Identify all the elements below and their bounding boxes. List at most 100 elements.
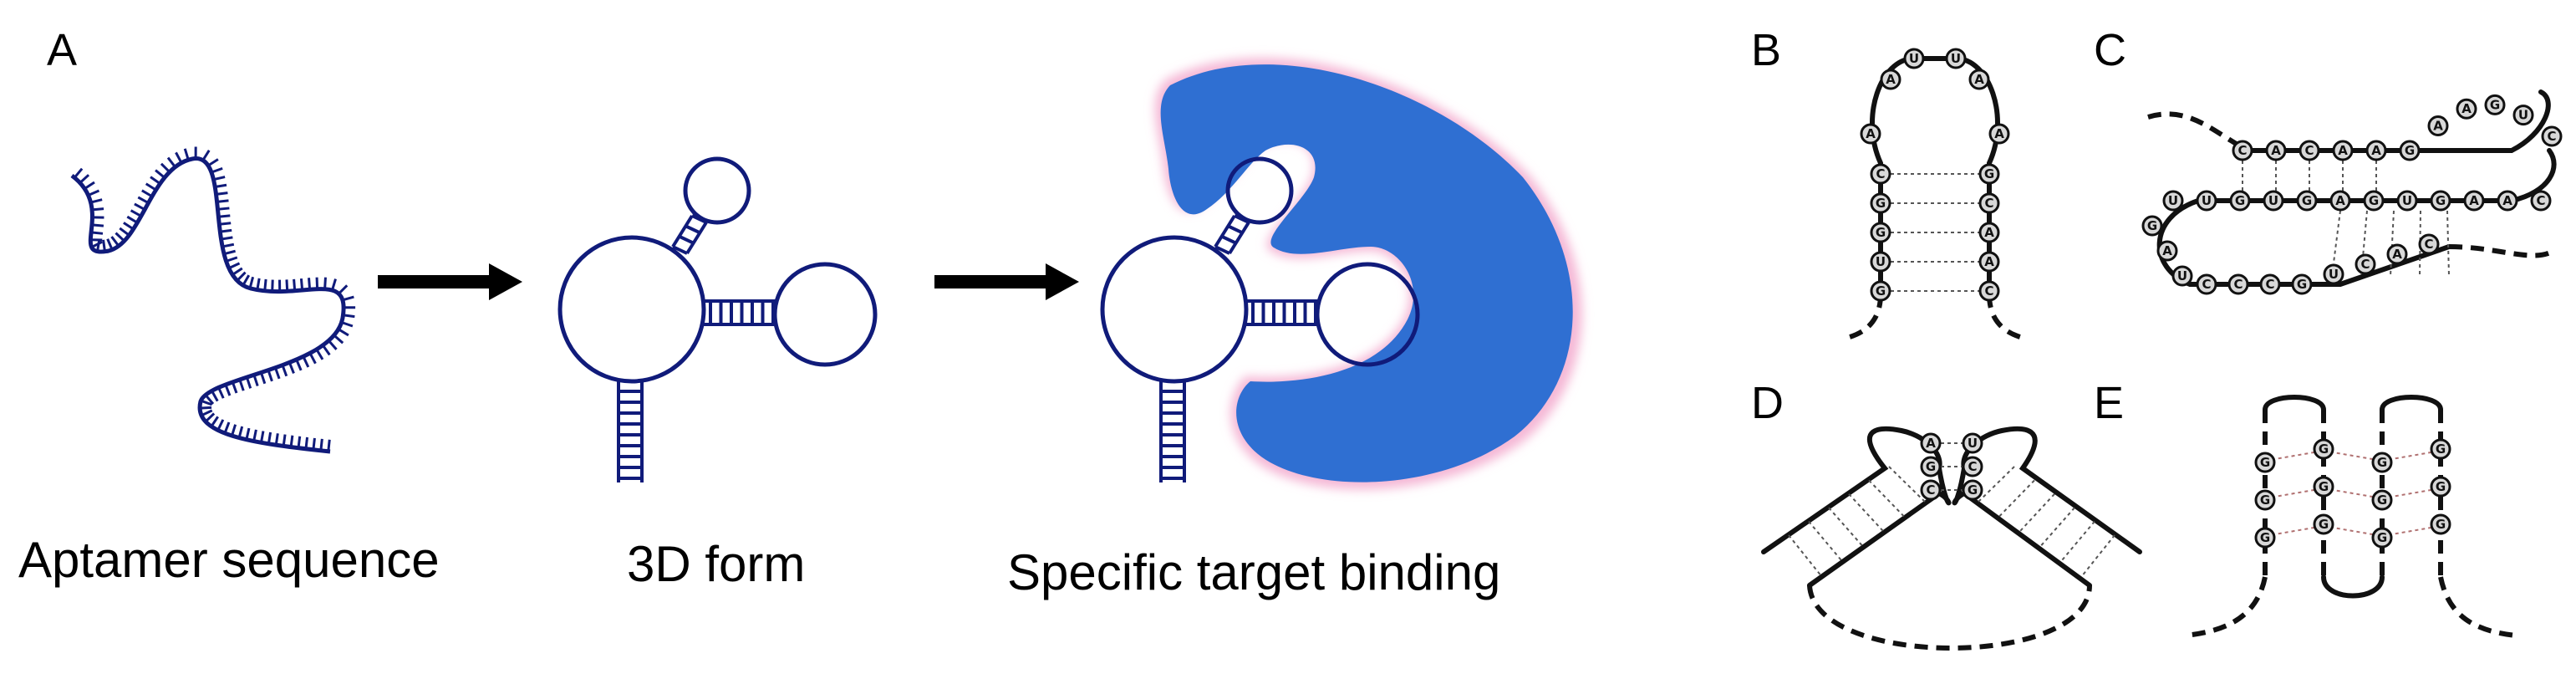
stem-rung — [691, 214, 707, 224]
svg-text:G: G — [2377, 455, 2387, 470]
base-pair-bond — [1888, 466, 1927, 504]
svg-text:A: A — [2433, 119, 2443, 134]
svg-text:G: G — [2369, 193, 2379, 208]
quadruplex-guanine: G — [2371, 489, 2393, 511]
hairpin-stem-nucleotide: C — [1978, 192, 2000, 214]
svg-text:U: U — [2268, 193, 2278, 208]
loop-bottom-nucleotide: C — [2227, 273, 2249, 295]
loop-bottom-nucleotide: C — [2196, 273, 2217, 295]
strand-base-tick — [145, 182, 157, 191]
strand-base-tick — [218, 214, 231, 218]
strand-base-tick — [315, 277, 319, 289]
hairpin-loop-nucleotide: A — [1968, 69, 1990, 90]
kissing-nucleotide: U — [1962, 432, 1983, 454]
strand-base-tick — [304, 436, 309, 449]
svg-text:A: A — [1984, 254, 1994, 269]
loop-bottom-nucleotide: C — [2418, 233, 2440, 255]
loop-middle-nucleotide: U — [2162, 190, 2184, 212]
quadruplex-guanine: G — [2313, 513, 2334, 535]
svg-text:G: G — [2260, 493, 2270, 508]
quadruplex-guanine: G — [2254, 489, 2276, 511]
strand-base-tick — [102, 239, 106, 252]
strand-base-tick — [137, 196, 150, 205]
strand-base-tick — [216, 191, 228, 196]
loop-middle-nucleotide: G — [2229, 190, 2251, 212]
panel-letter-a: A — [47, 25, 77, 75]
strand-base-tick — [231, 424, 237, 436]
strand-base-tick — [221, 236, 233, 241]
strand-base-tick — [115, 232, 125, 242]
loop-top-nucleotide: U — [2512, 105, 2534, 126]
strand-base-tick — [323, 277, 327, 289]
stem-rung — [1227, 224, 1244, 235]
stem-rung — [1214, 245, 1230, 255]
base-pair-bond — [2419, 210, 2421, 277]
strand-base-tick — [267, 431, 272, 445]
base-pair-bond — [1788, 534, 1823, 578]
svg-text:G: G — [2436, 517, 2446, 532]
strand-base-tick — [79, 174, 90, 184]
strand-base-tick — [238, 379, 245, 391]
panel-letter-c: C — [2094, 25, 2126, 75]
svg-text:G: G — [2235, 193, 2245, 208]
svg-text:A: A — [2335, 193, 2345, 208]
hairpin-stem-nucleotide: C — [1978, 280, 2000, 302]
caption-3d-form: 3D form — [627, 536, 805, 592]
svg-text:U: U — [1951, 51, 1961, 66]
strand-base-tick — [217, 207, 230, 211]
hairpin-stem-nucleotide: A — [1978, 222, 2000, 243]
strand-base-tick — [204, 394, 215, 405]
strand-base-tick — [341, 321, 354, 328]
svg-text:G: G — [2436, 193, 2446, 208]
strand-base-tick — [155, 169, 165, 179]
svg-text:A: A — [2392, 247, 2402, 262]
strand-base-tick — [308, 352, 317, 365]
strand-base-tick — [285, 279, 289, 292]
loop-bottom-nucleotide: U — [2171, 265, 2193, 287]
strand-base-tick — [201, 409, 213, 417]
strand-base-tick — [236, 271, 247, 282]
strand-base-tick — [223, 421, 231, 434]
svg-text:G: G — [2490, 97, 2500, 112]
caption-target-binding: Specific target binding — [1007, 544, 1500, 600]
strand-base-tick — [74, 167, 84, 179]
svg-text:U: U — [1909, 51, 1919, 66]
strand-base-tick — [256, 278, 261, 290]
strand-base-tick — [293, 278, 297, 291]
loop-top-nucleotide: A — [2456, 98, 2477, 120]
strand-base-tick — [90, 240, 103, 248]
svg-text:G: G — [1876, 283, 1886, 299]
hairpin-loop-nucleotide: A — [1988, 123, 2010, 145]
svg-text:G: G — [2436, 442, 2446, 457]
svg-text:C: C — [2237, 143, 2247, 158]
hairpin-loop-nucleotide: U — [1945, 48, 1967, 69]
strand-base-tick — [226, 256, 238, 263]
strand-base-tick — [207, 158, 219, 167]
stem-rung — [1220, 234, 1237, 245]
svg-text:G: G — [1876, 225, 1886, 240]
strand-base-tick — [333, 334, 344, 345]
arrow-2 — [934, 263, 1079, 300]
hairpin-loop-nucleotide: U — [1903, 48, 1925, 69]
loop-bottom-nucleotide: C — [2355, 253, 2376, 275]
svg-text:A: A — [2162, 243, 2172, 258]
loop-top-nucleotide: A — [2265, 140, 2287, 161]
svg-text:A: A — [1984, 225, 1994, 240]
base-pair-bond — [2059, 520, 2095, 564]
strand-base-tick — [327, 439, 331, 452]
loop-bottom-nucleotide: C — [2259, 273, 2281, 295]
base-pair-bond — [1997, 479, 2035, 519]
strand-base-tick — [205, 412, 216, 423]
svg-text:C: C — [2360, 257, 2370, 272]
svg-text:G: G — [2377, 493, 2387, 508]
svg-text:U: U — [2177, 268, 2187, 283]
strand-base-tick — [126, 215, 139, 224]
strand-base-tick — [216, 419, 225, 431]
strand-base-tick — [91, 207, 104, 212]
quadruplex-guanine: G — [2313, 438, 2334, 460]
svg-text:G: G — [2377, 530, 2387, 545]
strand-base-tick — [282, 434, 287, 447]
loop-bottom-nucleotide: G — [2291, 273, 2313, 295]
